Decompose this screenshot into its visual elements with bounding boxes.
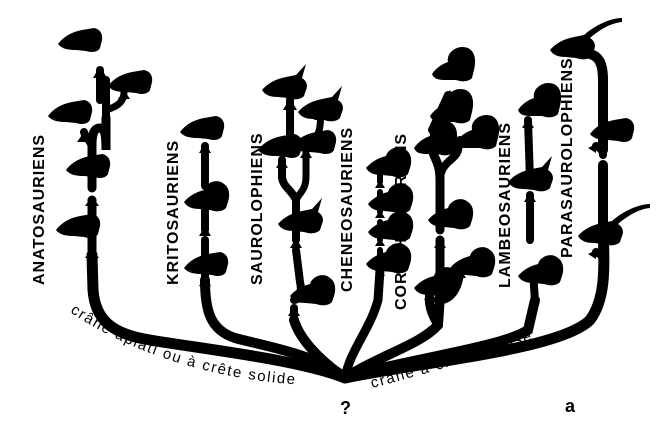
saurolophus-skull-top	[262, 64, 307, 100]
root-question-mark: ?	[340, 398, 351, 418]
anatosaur-skull-mid	[48, 100, 93, 124]
kritosaur-skull-mid	[184, 181, 230, 212]
saurolophus-skull-lower	[278, 198, 323, 234]
anatosaur-skull-lower	[66, 154, 111, 178]
corythosaur-skull-left	[414, 120, 458, 156]
clade-label-kritosauriens: KRITOSAURIENS	[165, 140, 182, 285]
saurolophus-skull-mid-right	[292, 130, 337, 154]
parasaurolophus-skull-mid	[590, 118, 635, 142]
parasaurolophus-skull-top	[550, 18, 622, 60]
corythosaur-skull-top	[432, 46, 476, 82]
kritosaur-skull-base	[184, 252, 229, 276]
anatosaur-skull-side	[108, 70, 153, 94]
corythosaur-skull-base-left	[414, 267, 460, 298]
clade-label-cheneosauriens: CHENEOSAURIENS	[339, 127, 356, 292]
anatosaur-skull-top	[58, 28, 103, 52]
clade-label-saurolophiens: SAUROLOPHIENS	[249, 132, 266, 285]
clade-label-parasaurolophiens: PARASAUROLOPHIENS	[559, 57, 576, 258]
corythosaur-skull-base-right	[450, 247, 496, 278]
panel-label: a	[565, 396, 576, 416]
lambeosaur-skull-base	[518, 255, 564, 286]
kritosaur-skull-top	[180, 116, 225, 140]
clade-labels: ANATOSAURIENS KRITOSAURIENS SAUROLOPHIEN…	[31, 57, 576, 310]
corythosaur-skull-upper	[430, 88, 474, 124]
anatosaur-skull-base	[56, 214, 101, 238]
clade-label-anatosauriens: ANATOSAURIENS	[31, 134, 48, 285]
right-caption: crâne à crête creuse	[369, 327, 535, 392]
clade-label-lambeosauriens: LAMBEOSAURIENS	[497, 122, 514, 288]
corythosaur-skull-mid	[428, 199, 474, 230]
clade-label-corythosauriens: CORYTHOSAURIENS	[393, 133, 410, 310]
lambeosaur-skull-top	[518, 82, 562, 118]
parasaurolophus-skull-lower	[578, 204, 650, 246]
